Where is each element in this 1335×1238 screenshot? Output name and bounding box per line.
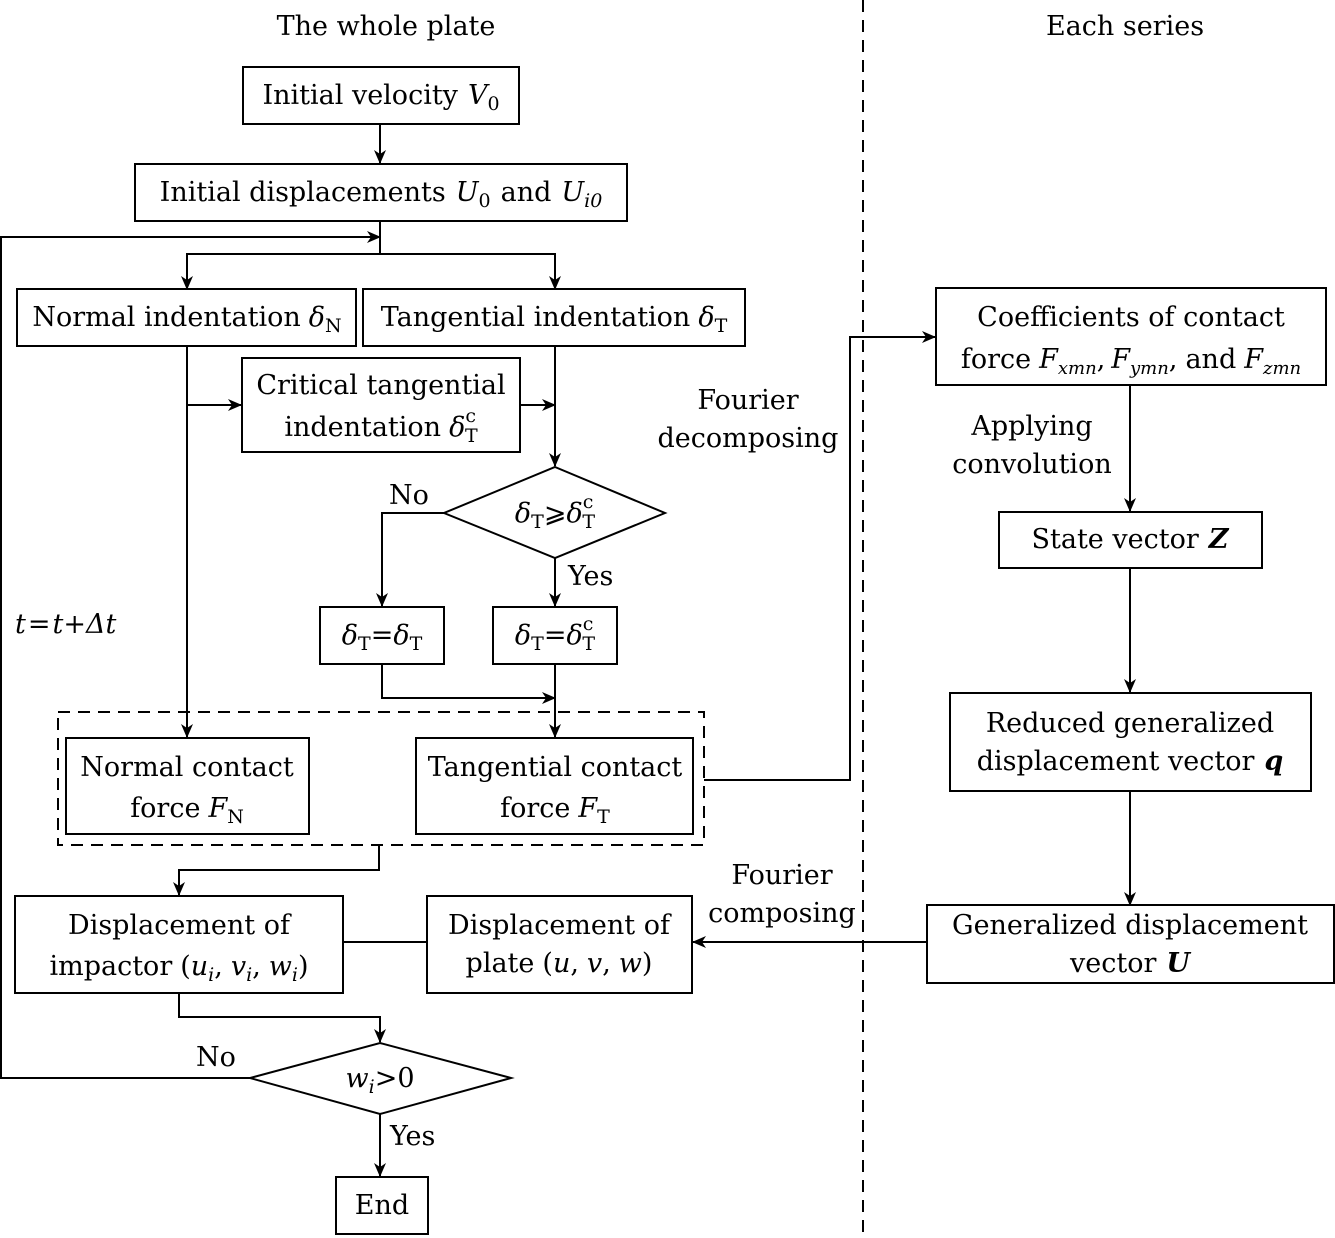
- svg-text:δT⩾δcT: δT⩾δcT: [515, 491, 596, 533]
- label-no-2: No: [196, 1042, 236, 1073]
- svg-text:Displacement of: Displacement of: [448, 910, 672, 941]
- svg-text:End: End: [355, 1190, 409, 1221]
- svg-text:wi>0: wi>0: [345, 1063, 414, 1098]
- header-whole-plate: The whole plate: [277, 11, 496, 42]
- svg-text:plate(u,v,w): plate(u,v,w): [466, 948, 653, 979]
- svg-text:Normal contact: Normal contact: [80, 752, 294, 783]
- svg-text:Coefficients of contact: Coefficients of contact: [977, 302, 1285, 333]
- label-fourier-composing-2: composing: [708, 898, 856, 929]
- svg-text:Generalized displacement: Generalized displacement: [952, 910, 1308, 941]
- label-time-step: t=t+Δt: [15, 609, 116, 640]
- svg-text:Reduced generalized: Reduced generalized: [986, 708, 1274, 739]
- label-no-1: No: [389, 480, 429, 511]
- label-applying-2: convolution: [952, 449, 1111, 480]
- svg-text:Critical tangential: Critical tangential: [256, 370, 505, 401]
- displacement-plate-box: Displacement of plate(u,v,w): [426, 895, 693, 994]
- svg-text:impactor(ui,vi,wi): impactor(ui,vi,wi): [49, 951, 308, 986]
- label-applying-1: Applying: [970, 411, 1092, 442]
- label-yes-2: Yes: [389, 1121, 435, 1152]
- svg-text:δT=δcT: δT=δcT: [515, 613, 596, 655]
- svg-text:Tangential contact: Tangential contact: [428, 752, 683, 783]
- label-yes-1: Yes: [567, 561, 613, 592]
- header-each-series: Each series: [1046, 11, 1204, 42]
- displacement-impactor-box: Displacement of impactor(ui,vi,wi): [14, 895, 344, 994]
- label-fourier-composing-1: Fourier: [731, 860, 832, 891]
- svg-text:Displacement of: Displacement of: [68, 910, 292, 941]
- contact-force-group: [57, 711, 705, 846]
- decision-end: wi>0: [246, 1041, 515, 1116]
- end-box: End: [335, 1176, 429, 1235]
- svg-text:δT=δT: δT=δT: [342, 620, 423, 655]
- assign-no-box: δT=δT: [319, 606, 445, 665]
- connectors: [0, 124, 1136, 1177]
- label-fourier-decomposing-2: decomposing: [658, 423, 839, 454]
- label-fourier-decomposing-1: Fourier: [697, 385, 798, 416]
